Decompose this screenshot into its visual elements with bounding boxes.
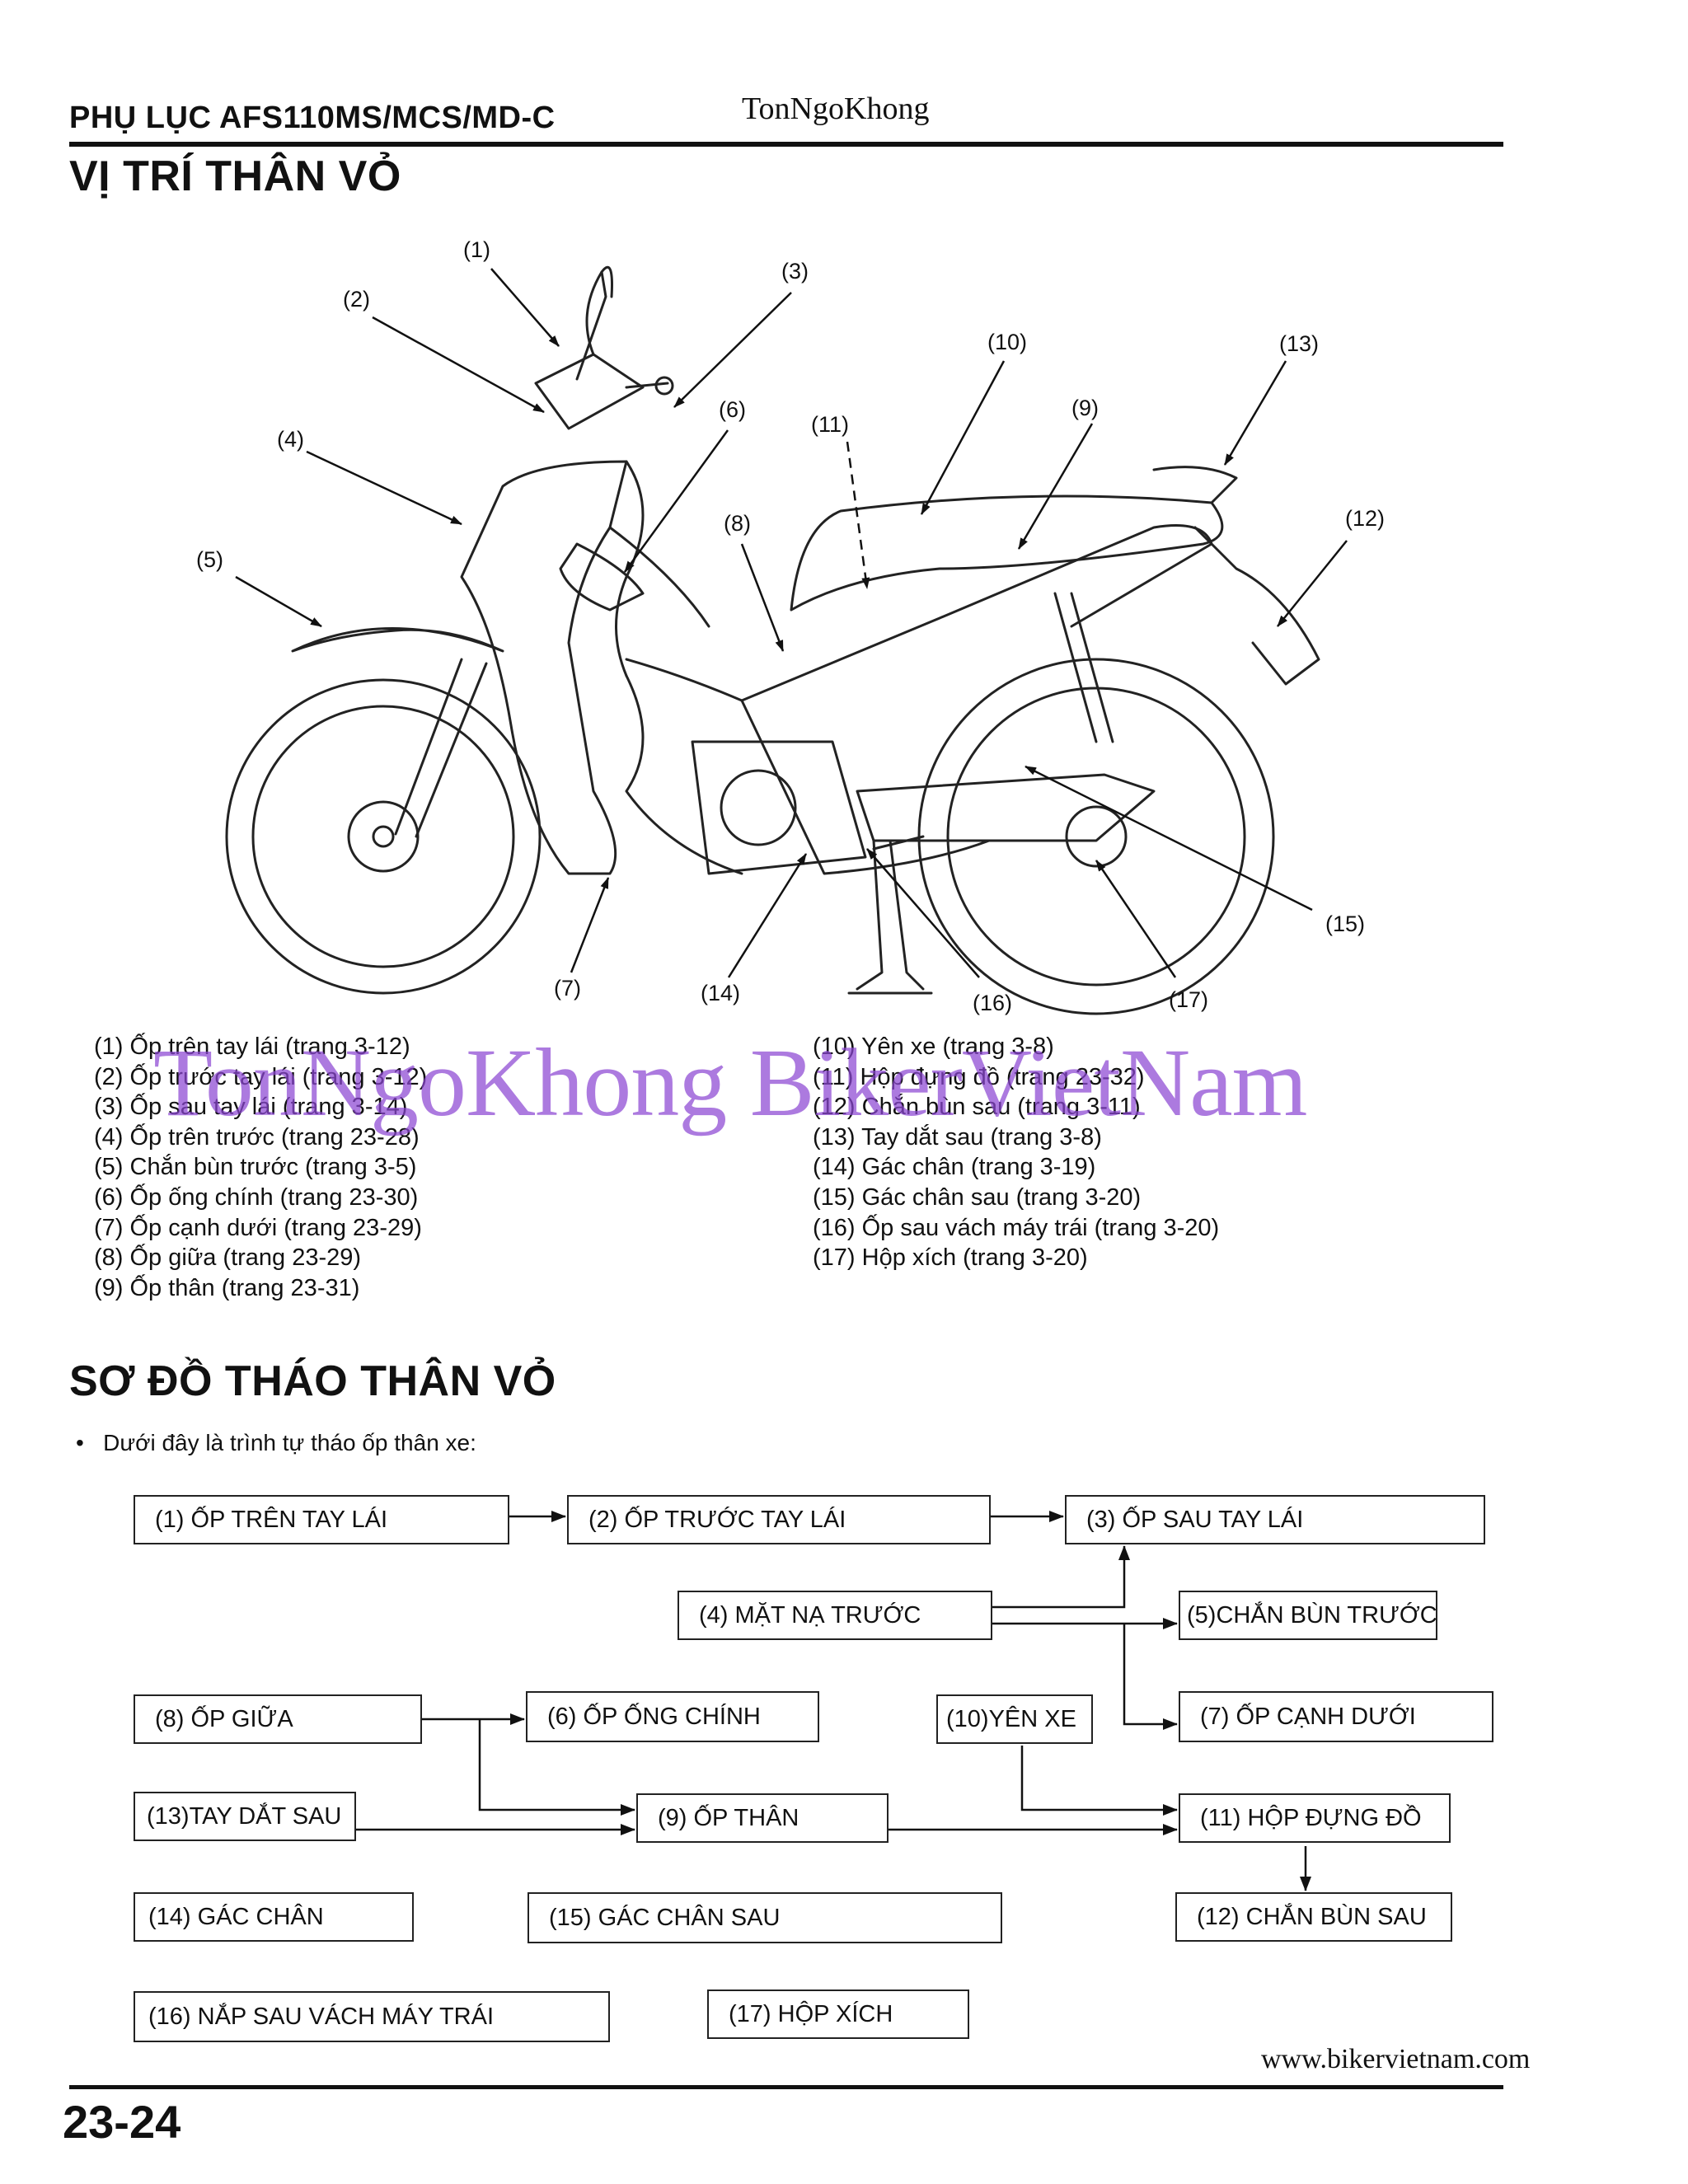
callout-15: (15): [1325, 912, 1366, 936]
callout-3: (3): [781, 259, 809, 284]
flow-box-7: (7) ỐP CẠNH DƯỚI: [1179, 1691, 1493, 1742]
callout-4: (4): [277, 427, 304, 452]
flow-box-3: (3) ỐP SAU TAY LÁI: [1065, 1495, 1485, 1544]
callout-10: (10): [987, 330, 1028, 354]
watermark-overlay: TonNgoKhong BikerVietNam: [153, 1029, 1307, 1137]
flow-box-6: (6) ỐP ỐNG CHÍNH: [526, 1691, 819, 1742]
legend-item: (14) Gác chân (trang 3-19): [813, 1154, 1096, 1181]
flow-box-10: (10)YÊN XE: [936, 1694, 1093, 1744]
footer-website: www.bikervietnam.com: [1261, 2044, 1531, 2074]
callout-2: (2): [343, 287, 370, 312]
callout-9: (9): [1071, 396, 1099, 420]
flow-box-8: (8) ỐP GIỮA: [134, 1694, 422, 1744]
bullet-dot: •: [76, 1430, 104, 1455]
legend-item: (17) Hộp xích (trang 3-20): [813, 1244, 1088, 1272]
header-title: PHỤ LỤC AFS110MS/MCS/MD-C: [69, 101, 556, 135]
flow-box-11: (11) HỘP ĐỰNG ĐỒ: [1179, 1793, 1451, 1843]
legend-item: (10) Yên xe (trang 3-8): [813, 1033, 1054, 1060]
callout-5: (5): [196, 547, 223, 572]
flow-box-1: (1) ỐP TRÊN TAY LÁI: [134, 1495, 509, 1544]
callout-13: (13): [1279, 331, 1320, 356]
flow-box-9: (9) ỐP THÂN: [636, 1793, 889, 1843]
legend-item: (2) Ốp trước tay lái (trang 3-12): [94, 1063, 428, 1090]
flow-box-17: (17) HỘP XÍCH: [707, 1990, 969, 2039]
flow-box-13: (13)TAY DẮT SAU: [134, 1792, 356, 1841]
legend-item: (3) Ốp sau tay lái (trang 3-14): [94, 1094, 408, 1121]
page-number: 23-24: [63, 2096, 181, 2148]
legend-item: (4) Ốp trên trước (trang 23-28): [94, 1123, 420, 1151]
callout-7: (7): [554, 976, 581, 1001]
bullet-label: Dưới đây là trình tự tháo ốp thân xe:: [103, 1430, 476, 1455]
footer-rule: [69, 2085, 1503, 2089]
legend-item: (11) Hộp đựng đồ (trang 23-32): [813, 1063, 1145, 1090]
section-title-diagram: SƠ ĐỒ THÁO THÂN VỎ: [69, 1357, 556, 1405]
legend-item: (13) Tay dắt sau (trang 3-8): [813, 1123, 1102, 1151]
header-watermark: TonNgoKhong: [742, 91, 930, 126]
callout-11: (11): [811, 412, 850, 437]
flow-box-4: (4) MẶT NẠ TRƯỚC: [678, 1591, 992, 1640]
legend-item: (12) Chắn bùn sau (trang 3-11): [813, 1094, 1141, 1121]
bullet-text: • Dưới đây là trình tự tháo ốp thân xe:: [76, 1430, 476, 1456]
legend-item: (8) Ốp giữa (trang 23-29): [94, 1244, 362, 1272]
flow-box-5: (5)CHẮN BÙN TRƯỚC: [1179, 1591, 1437, 1640]
flow-box-16: (16) NẮP SAU VÁCH MÁY TRÁI: [134, 1991, 610, 2042]
flow-box-12: (12) CHẮN BÙN SAU: [1175, 1892, 1452, 1942]
callout-17: (17): [1169, 987, 1209, 1012]
legend-item: (1) Ốp trên tay lái (trang 3-12): [94, 1033, 410, 1060]
header-rule: [69, 142, 1503, 147]
callout-16: (16): [973, 991, 1013, 1015]
legend-item: (16) Ốp sau vách máy trái (trang 3-20): [813, 1214, 1220, 1241]
callout-8: (8): [724, 511, 751, 536]
flow-box-2: (2) ỐP TRƯỚC TAY LÁI: [567, 1495, 991, 1544]
callout-12: (12): [1345, 506, 1386, 531]
flow-box-15: (15) GÁC CHÂN SAU: [528, 1892, 1002, 1943]
flow-connectors: [356, 1511, 1311, 1891]
callout-6: (6): [719, 397, 746, 422]
legend-left: (1) Ốp trên tay lái (trang 3-12) (2) Ốp …: [94, 1032, 427, 1303]
legend-item: (15) Gác chân sau (trang 3-20): [813, 1183, 1142, 1211]
legend-right: (10) Yên xe (trang 3-8) (11) Hộp đựng đồ…: [813, 1032, 1219, 1273]
flow-box-14: (14) GÁC CHÂN: [134, 1892, 414, 1942]
legend-item: (6) Ốp ống chính (trang 23-30): [94, 1183, 419, 1211]
callout-1: (1): [463, 237, 490, 262]
motorcycle-diagram: [225, 265, 1348, 1015]
section-title-location: VỊ TRÍ THÂN VỎ: [69, 152, 401, 200]
legend-item: (7) Ốp cạnh dưới (trang 23-29): [94, 1214, 422, 1241]
legend-item: (5) Chắn bùn trước (trang 3-5): [94, 1154, 417, 1181]
callout-14: (14): [701, 981, 741, 1005]
legend-item: (9) Ốp thân (trang 23-31): [94, 1274, 360, 1301]
